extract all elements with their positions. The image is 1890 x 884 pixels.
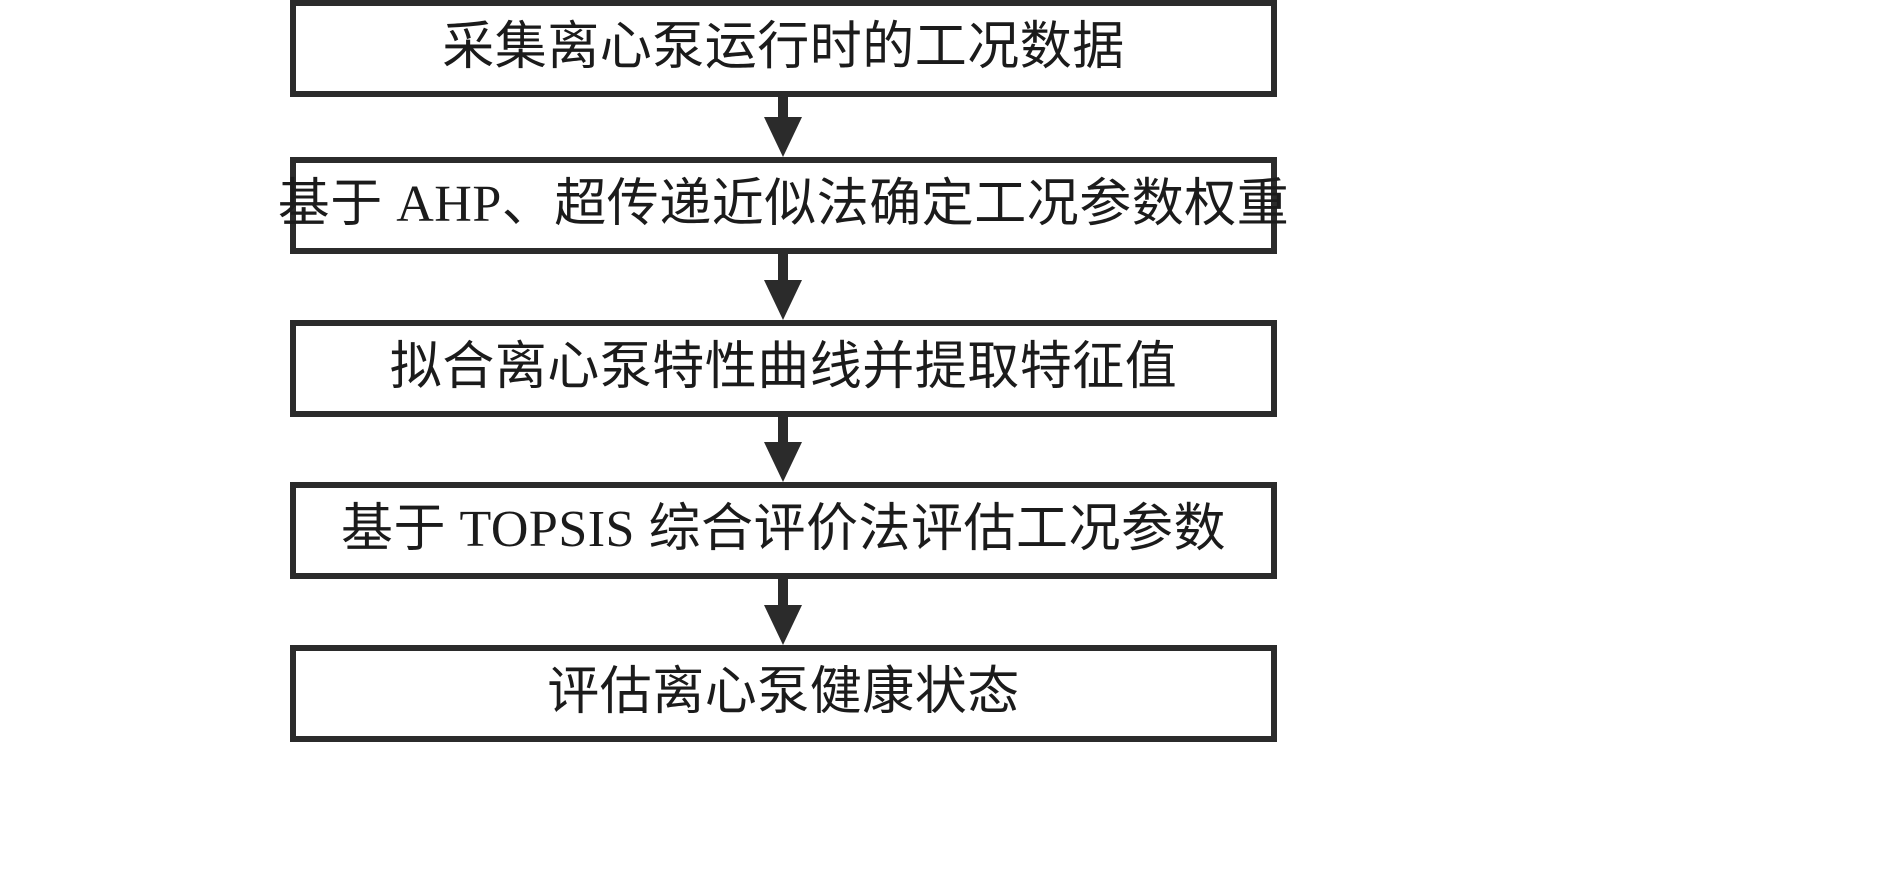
arrow-shaft: [778, 417, 788, 442]
flowchart-node-label: 评估离心泵健康状态: [547, 664, 1020, 722]
flowchart-node-label: 基于 AHP、超传递近似法确定工况参数权重: [277, 176, 1290, 234]
arrow-shaft: [778, 254, 788, 280]
flowchart-node-step-2: 基于 AHP、超传递近似法确定工况参数权重: [278, 157, 1289, 254]
arrow-shaft: [778, 97, 788, 117]
arrow-shaft: [778, 579, 788, 605]
down-arrow-icon: [764, 605, 802, 645]
down-arrow-icon: [764, 117, 802, 157]
down-arrow-icon: [764, 442, 802, 482]
flowchart-node-step-4: 基于 TOPSIS 综合评价法评估工况参数: [290, 482, 1277, 579]
flowchart-node-label: 拟合离心泵特性曲线并提取特征值: [389, 339, 1178, 397]
flowchart-node-step-3: 拟合离心泵特性曲线并提取特征值: [290, 320, 1277, 417]
flowchart-node-label: 基于 TOPSIS 综合评价法评估工况参数: [341, 501, 1226, 559]
flowchart-node-step-5: 评估离心泵健康状态: [290, 645, 1277, 742]
flowchart-node-step-1: 采集离心泵运行时的工况数据: [290, 0, 1277, 97]
down-arrow-icon: [764, 280, 802, 320]
flowchart-node-label: 采集离心泵运行时的工况数据: [442, 19, 1125, 77]
